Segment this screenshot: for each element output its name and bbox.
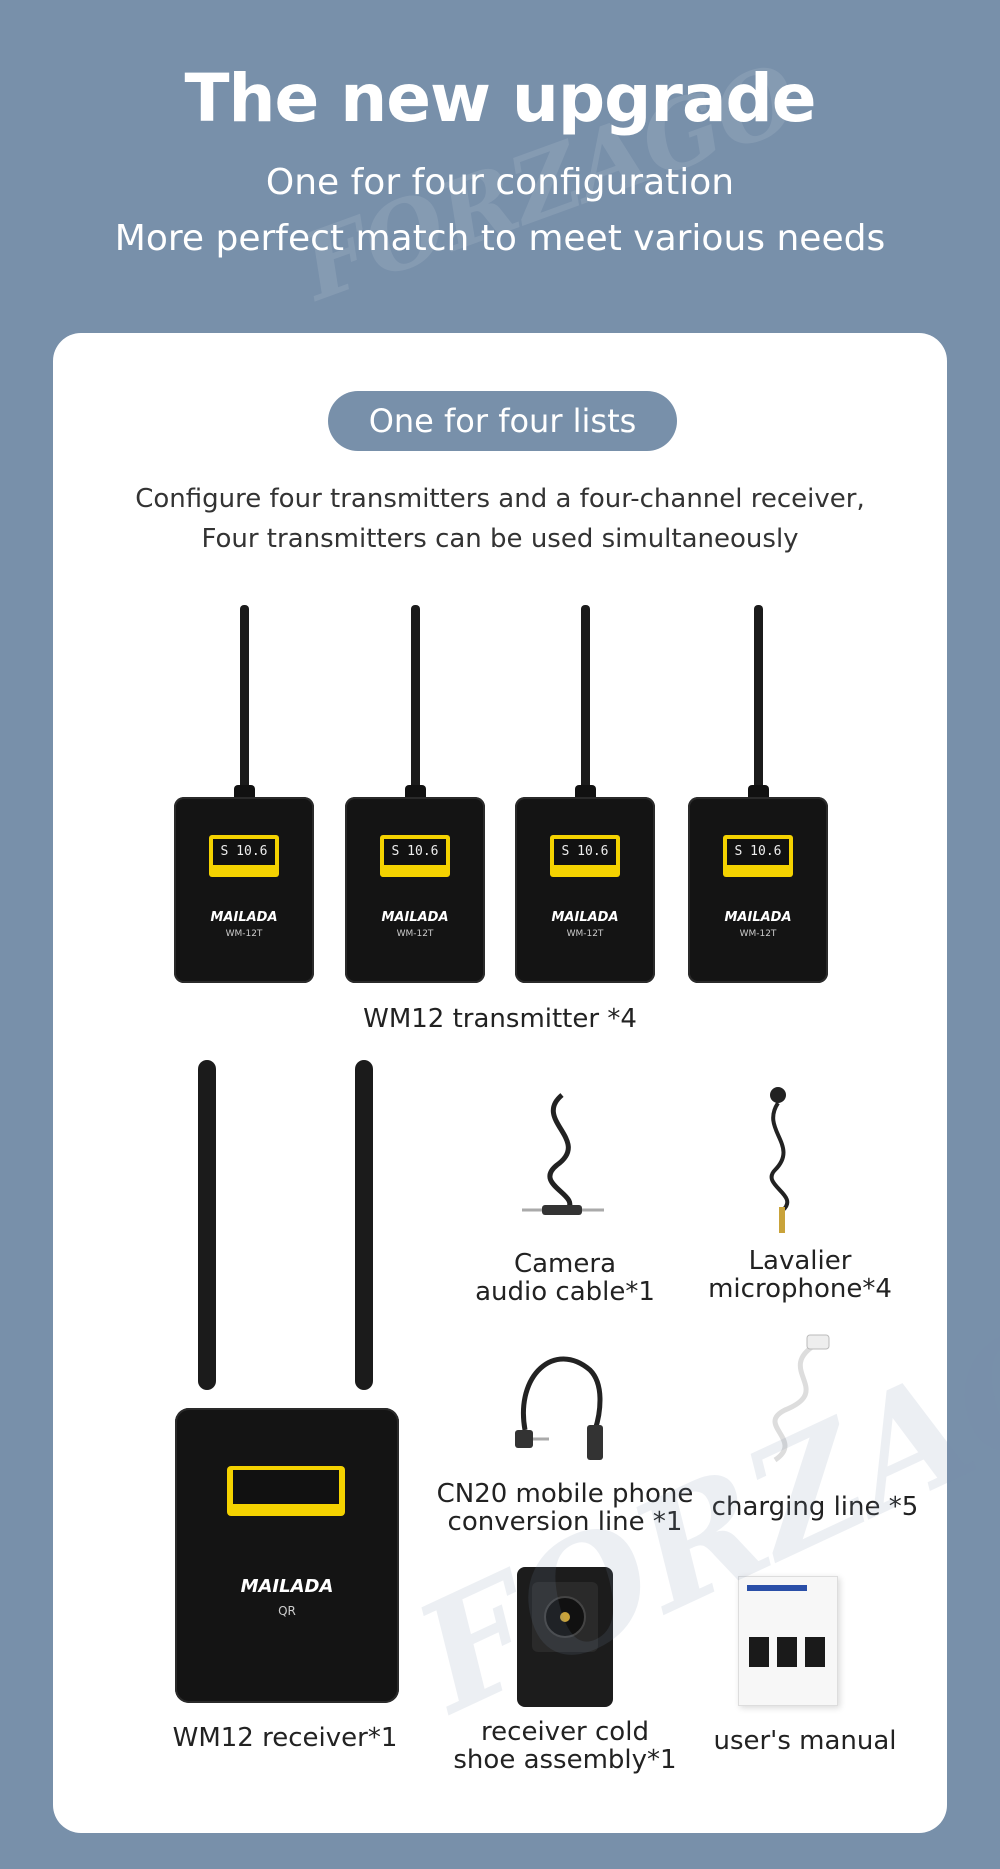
manual-image: [738, 1576, 838, 1706]
charging-caption: charging line *5: [711, 1492, 919, 1522]
transmitter-display: S 10.6: [554, 839, 616, 865]
transmitter-model: WM-12T: [225, 929, 263, 939]
transmitter-brand: MAILADA: [724, 910, 792, 925]
description-line-2: Four transmitters can be used simultaneo…: [201, 524, 799, 554]
transmitter-display: S 10.6: [384, 839, 446, 865]
transmitter-model: WM-12T: [396, 929, 434, 939]
cold-shoe-caption: receiver cold shoe assembly*1: [453, 1717, 677, 1775]
transmitter-image: S 10.6 MAILADA WM-12T: [345, 605, 485, 983]
description-line-1: Configure four transmitters and a four-c…: [135, 484, 865, 514]
subtitle-line-2: More perfect match to meet various needs: [114, 218, 886, 259]
cn20-caption: CN20 mobile phone conversion line *1: [436, 1479, 694, 1537]
receiver-caption: WM12 receiver*1: [172, 1723, 398, 1753]
camera-cable-image: [522, 1093, 604, 1215]
transmitter-image: S 10.6 MAILADA WM-12T: [688, 605, 828, 983]
transmitter-model: WM-12T: [739, 929, 777, 939]
transmitter-caption: WM12 transmitter *4: [363, 1004, 637, 1034]
transmitter-image: S 10.6 MAILADA WM-12T: [174, 605, 314, 983]
charging-line-image: [772, 1334, 830, 1463]
page-title: The new upgrade: [184, 60, 816, 137]
lavalier-microphone-image: [769, 1087, 790, 1233]
camera-cable-caption: Camera audio cable*1: [475, 1249, 655, 1307]
transmitter-image: S 10.6 MAILADA WM-12T: [515, 605, 655, 983]
cold-shoe-image: [517, 1567, 613, 1707]
transmitter-display: S 10.6: [213, 839, 275, 865]
section-pill: One for four lists: [328, 391, 677, 451]
cn20-cable-image: [515, 1356, 603, 1460]
subtitle-line-1: One for four configuration: [265, 162, 735, 203]
receiver-brand: MAILADA: [240, 1576, 334, 1597]
receiver-image: MAILADA QR: [175, 1060, 399, 1703]
transmitter-display: S 10.6: [727, 839, 789, 865]
transmitter-brand: MAILADA: [210, 910, 278, 925]
transmitter-brand: MAILADA: [551, 910, 619, 925]
lavalier-caption: Lavalier microphone*4: [708, 1246, 892, 1304]
transmitter-model: WM-12T: [566, 929, 604, 939]
transmitter-brand: MAILADA: [381, 910, 449, 925]
receiver-model: QR: [278, 1604, 296, 1618]
manual-caption: user's manual: [713, 1726, 897, 1756]
